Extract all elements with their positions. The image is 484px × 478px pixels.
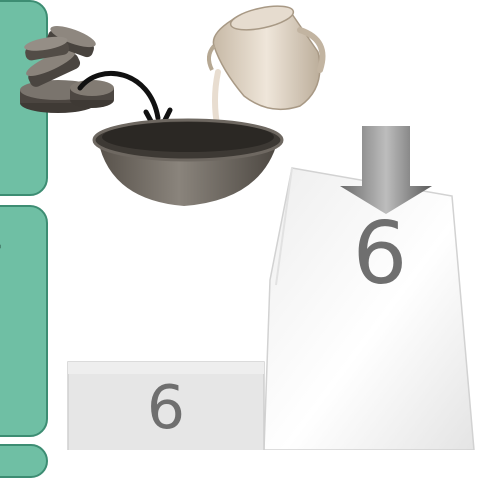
bowl-icon: [94, 120, 282, 206]
small-block-number: 6: [130, 368, 202, 448]
large-block-number: 6: [330, 204, 430, 304]
stacked-tablets-icon: [20, 22, 114, 113]
pitcher-icon: [209, 2, 323, 110]
